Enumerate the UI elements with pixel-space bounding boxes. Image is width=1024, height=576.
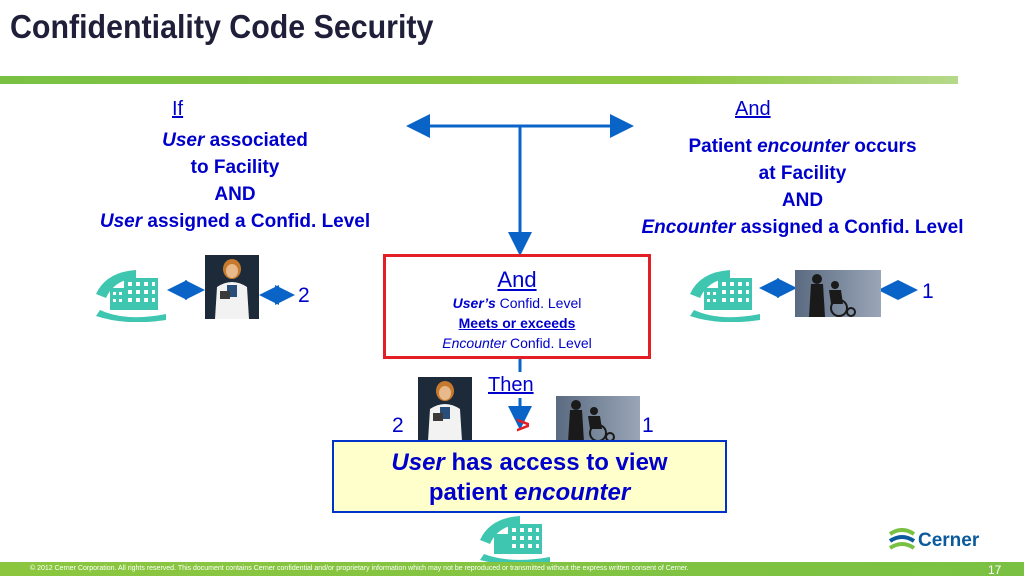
facility-text: to Facility <box>190 157 280 178</box>
facility-text: at Facility <box>758 163 847 184</box>
comparison-box: And User’s Confid. Level Meets or exceed… <box>383 254 651 359</box>
page-number: 17 <box>988 563 1002 576</box>
encounter-condition-text: Patient encounter occurs at Facility AND… <box>605 133 1000 241</box>
user-condition-text: User associated to Facility AND User ass… <box>70 127 400 235</box>
patient-wheelchair-image <box>556 396 640 442</box>
user-doctor-image <box>205 255 259 319</box>
patient-text: Patient <box>688 136 758 157</box>
encounter-word: encounter <box>757 136 849 157</box>
copyright-text: © 2012 Cerner Corporation. All rights re… <box>30 565 689 572</box>
facility-icon <box>690 270 760 322</box>
user-level-number: 2 <box>392 414 404 437</box>
user-level-number: 2 <box>298 284 310 307</box>
user-word: User <box>391 449 445 476</box>
and-text: AND <box>214 184 256 205</box>
access-result-box: User has access to view patient encounte… <box>332 440 727 513</box>
page-title: Confidentiality Code Security <box>10 8 434 45</box>
encounter-word: Encounter <box>442 335 507 351</box>
encounter-word: Encounter <box>641 217 736 238</box>
confid-level-text: Confid. Level <box>506 335 592 351</box>
occurs-text: occurs <box>848 136 917 157</box>
user-doctor-image <box>418 377 472 441</box>
access-text: has access to view <box>444 449 668 476</box>
encounter-level-number: 1 <box>922 280 934 303</box>
facility-icon <box>96 270 166 322</box>
title-divider <box>0 76 958 84</box>
and-text: AND <box>781 190 824 211</box>
and-heading: And <box>735 98 771 120</box>
cerner-brand-text: Cerner <box>918 530 980 551</box>
footer-bar <box>0 562 1024 576</box>
meets-exceeds-text: Meets or exceeds <box>458 315 576 331</box>
cerner-logo-icon <box>888 528 916 550</box>
then-label: Then <box>488 374 534 396</box>
if-heading: If <box>172 98 184 120</box>
facility-icon <box>480 516 550 562</box>
encounter-level-number: 1 <box>642 414 654 437</box>
associated-text: associated <box>204 130 308 151</box>
users-word: User’s <box>452 295 496 311</box>
user-word: User <box>162 130 205 151</box>
assigned-level-text: assigned a Confid. Level <box>735 217 964 238</box>
user-word: User <box>99 211 143 232</box>
greater-than-symbol: > <box>516 412 531 439</box>
patient-text: patient <box>428 479 515 506</box>
comparison-heading: And <box>497 267 537 292</box>
assigned-level-text: assigned a Confid. Level <box>142 211 371 232</box>
confid-level-text: Confid. Level <box>495 295 582 311</box>
patient-wheelchair-image <box>795 270 881 317</box>
encounter-word: encounter <box>514 479 631 506</box>
